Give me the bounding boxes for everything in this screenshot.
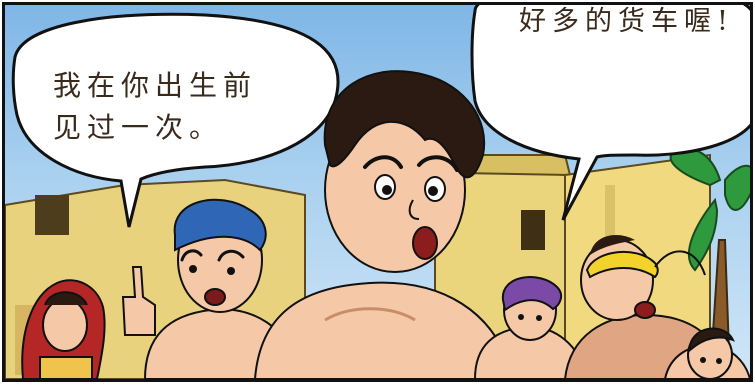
child-right: [663, 327, 750, 379]
comic-panel: 我在你出生前 见过一次。 好多的货车喔!: [2, 2, 753, 382]
left-speech-bubble: [11, 12, 340, 228]
speech-bubbles: [11, 5, 750, 228]
man-blue-turban: [121, 198, 307, 379]
right-speech-bubble: [470, 5, 750, 221]
left-bubble-text: 我在你出生前 见过一次。: [53, 69, 258, 144]
woman-left: [21, 279, 106, 379]
comic-scene: [5, 5, 750, 379]
boy-center: [253, 70, 515, 379]
right-bubble-text: 好多的货车喔!: [519, 6, 734, 37]
